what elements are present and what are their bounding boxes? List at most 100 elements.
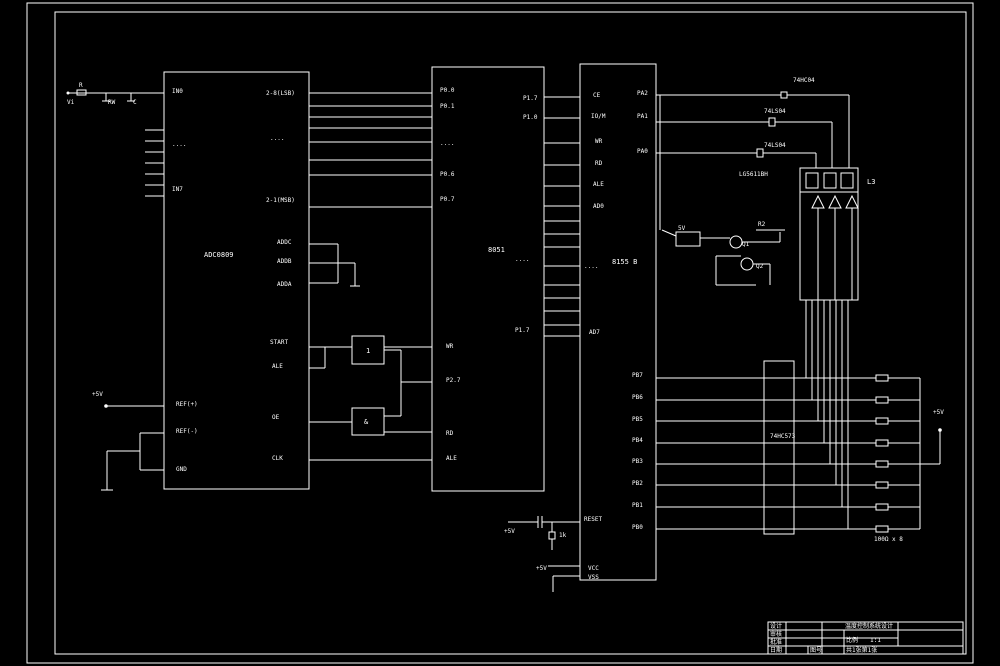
svg-text:P1.0: P1.0: [523, 114, 538, 121]
svg-text:PA2: PA2: [637, 90, 648, 97]
svg-text:&: &: [364, 418, 369, 426]
svg-text:IO/M: IO/M: [591, 113, 606, 120]
svg-text:PB1: PB1: [632, 502, 643, 509]
svg-text:AD7: AD7: [589, 329, 600, 336]
svg-text:RD: RD: [446, 430, 454, 437]
svg-text:....: ....: [515, 256, 529, 263]
r1k: 1k: [559, 532, 567, 539]
svg-text:PA1: PA1: [637, 113, 648, 120]
mcu-name: 8051: [488, 246, 505, 254]
svg-text:AD0: AD0: [593, 203, 604, 210]
adc-adda: ADDA: [277, 281, 292, 288]
svg-text:P0.0: P0.0: [440, 87, 455, 94]
latch-chip: 74HC573: [763, 360, 796, 535]
buf2-label: 74LS04: [764, 108, 786, 115]
adc-data-bus: [309, 92, 432, 208]
gate-1: 1: [351, 335, 385, 365]
svg-text:VCC: VCC: [588, 565, 599, 572]
svg-text:VSS: VSS: [588, 574, 599, 581]
svg-text:RD: RD: [595, 160, 603, 167]
adc-gnd: GND: [176, 466, 187, 473]
svg-text:设计: 设计: [770, 622, 782, 630]
buf1-label: 74HC04: [793, 77, 815, 84]
inner-frame: [54, 11, 967, 655]
adc-ale: ALE: [272, 363, 283, 370]
p5v-right: +5V: [933, 409, 944, 416]
adc-refp: REF(+): [176, 401, 198, 408]
svg-text:PB3: PB3: [632, 458, 643, 465]
svg-text:PA0: PA0: [637, 148, 648, 155]
addr-lines: [309, 243, 360, 287]
svg-text:比例: 比例: [846, 636, 858, 644]
pb-resistor-network: [656, 374, 942, 533]
res-label: 100Ω x 8: [874, 536, 903, 543]
outer-frame: [26, 2, 974, 664]
c-label: C: [133, 99, 137, 106]
relay-circuit: [661, 229, 785, 286]
adc-in7: IN7: [172, 186, 183, 193]
svg-text:1:1: 1:1: [870, 637, 881, 644]
vi-label: Vi: [67, 99, 75, 106]
adc-d-bot: 2-1(MSB): [266, 197, 295, 204]
latch-name: 74HC573: [770, 433, 796, 440]
svg-text:P0.7: P0.7: [440, 196, 455, 203]
gate-2: &: [351, 407, 385, 436]
adc-addb: ADDB: [277, 258, 292, 265]
svg-text:图号: 图号: [810, 647, 822, 654]
display-bus: [799, 191, 859, 529]
svg-text:PB6: PB6: [632, 394, 643, 401]
title-block: 设计 审核 批准 日期 温度控制系统设计 比例 1:1 图号 共1张第1张: [767, 621, 964, 655]
svg-text:P1.7: P1.7: [523, 95, 538, 102]
relay-q2: Q2: [756, 263, 764, 270]
svg-text:审核: 审核: [770, 630, 782, 638]
buf3-label: 74LS04: [764, 142, 786, 149]
adc-addc: ADDC: [277, 239, 292, 246]
relay-r2: R2: [758, 221, 766, 228]
display-label: L3: [867, 178, 875, 186]
relay-5v: 5V: [678, 225, 686, 232]
mcu-8051-chip: 8051 P0.0 P0.1 .... P0.6 P0.7 WR P2.7 RD…: [431, 66, 545, 492]
svg-text:WR: WR: [446, 343, 454, 350]
svg-text:PB7: PB7: [632, 372, 643, 379]
svg-text:1: 1: [366, 347, 370, 355]
relay-q1: Q1: [742, 241, 750, 248]
ref-wiring: [101, 404, 164, 491]
svg-text:PB2: PB2: [632, 480, 643, 487]
reset-circuit: [508, 516, 580, 592]
rw-label: RW: [108, 99, 116, 106]
adc-name: ADC0809: [204, 251, 234, 259]
tb-project: 温度控制系统设计: [845, 622, 893, 630]
pa-wiring: [656, 91, 850, 230]
svg-text:WR: WR: [595, 138, 603, 145]
seven-seg-display: L3: [799, 167, 875, 193]
svg-text:批准: 批准: [770, 638, 782, 646]
svg-text:RESET: RESET: [584, 516, 602, 523]
adc-d-top: 2-8(LSB): [266, 90, 295, 97]
adc0809-chip: ADC0809 IN0 .... IN7 2-8(LSB) .... 2-1(M…: [163, 71, 310, 490]
p5v-mid: +5V: [504, 528, 515, 535]
adc-dots: ....: [172, 141, 186, 148]
adc-oe: OE: [272, 414, 280, 421]
adc-start: START: [270, 339, 288, 346]
svg-text:PB5: PB5: [632, 416, 643, 423]
svg-text:P0.1: P0.1: [440, 103, 455, 110]
gate-wiring: [309, 346, 432, 461]
svg-text:ALE: ALE: [593, 181, 604, 188]
adc-refn: REF(-): [176, 428, 198, 435]
svg-text:P1.7: P1.7: [515, 327, 530, 334]
svg-text:ALE: ALE: [446, 455, 457, 462]
adc-d-dots: ....: [270, 135, 284, 142]
svg-text:P2.7: P2.7: [446, 377, 461, 384]
svg-text:....: ....: [440, 140, 454, 147]
adc-in0: IN0: [172, 88, 183, 95]
svg-text:日期: 日期: [770, 646, 782, 654]
svg-text:CE: CE: [593, 92, 601, 99]
mcu-8155-bus: [544, 96, 580, 337]
svg-text:共1张第1张: 共1张第1张: [846, 646, 877, 654]
svg-text:P0.6: P0.6: [440, 171, 455, 178]
chip-8155: 8155 B CE IO/M WR RD ALE AD0 .... AD7 PA…: [579, 63, 657, 581]
p5v-left: +5V: [92, 391, 103, 398]
r-label: R: [79, 82, 83, 89]
svg-text:....: ....: [584, 263, 598, 270]
